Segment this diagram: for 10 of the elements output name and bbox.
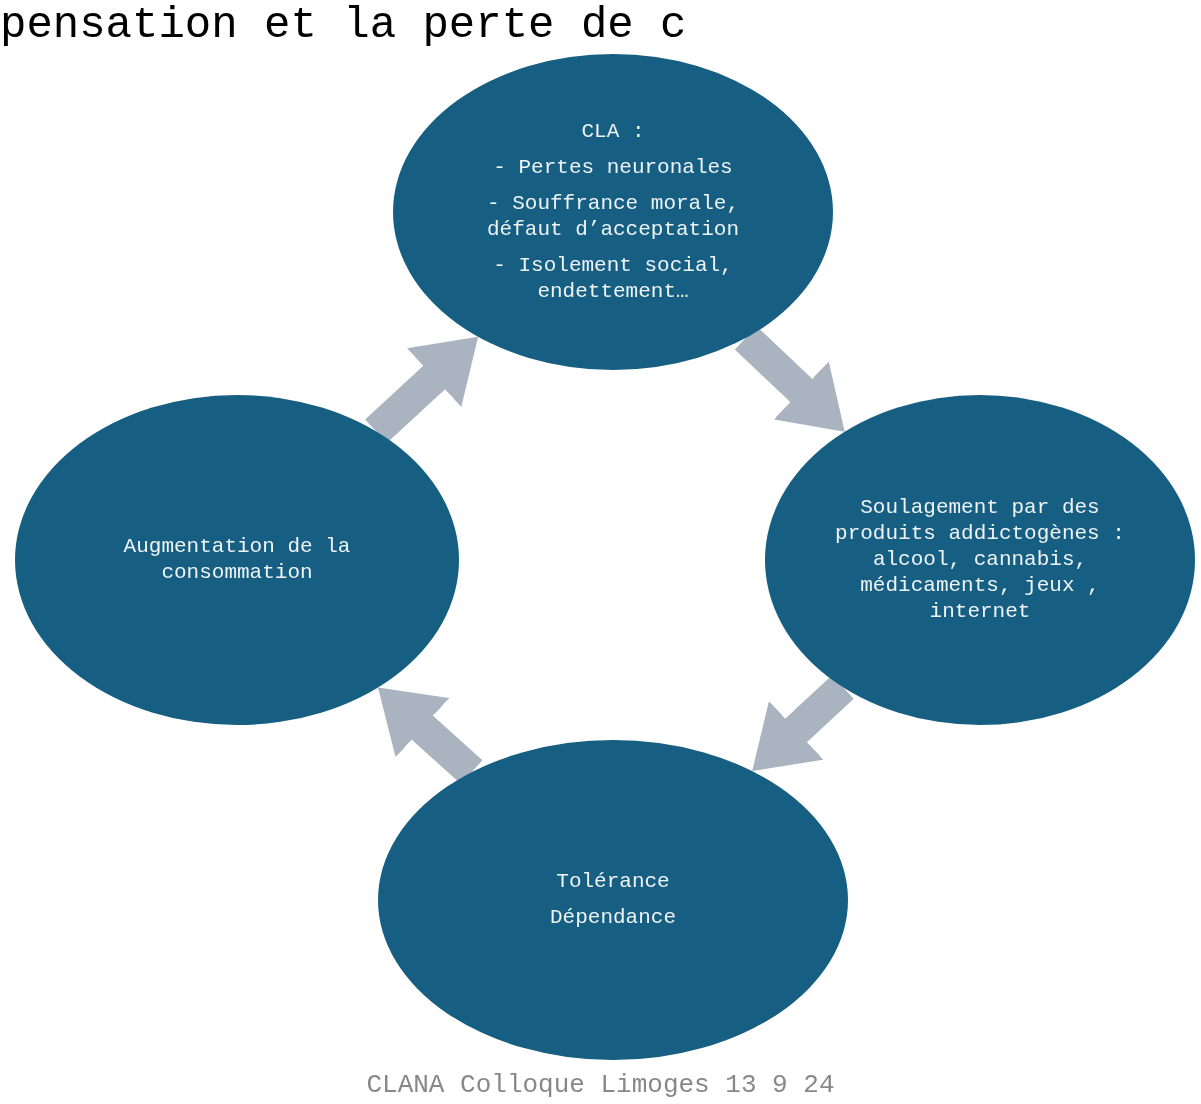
ellipse-text: Dépendance <box>550 905 676 931</box>
slide-title: pensation et la perte de c <box>0 0 687 50</box>
ellipse-text: Soulagement par des produits addictogènes : alcool, cannabis, médicaments, jeux , internet <box>834 495 1126 625</box>
ellipse-text: - Isolement social, endettement… <box>492 253 734 305</box>
footer-text: CLANA Colloque Limoges 13 9 24 <box>366 1070 835 1100</box>
ellipse-text: - Pertes neuronales <box>493 155 733 181</box>
ellipse-text: - Souffrance morale, défaut d’acceptation <box>485 191 740 243</box>
ellipse-text: Augmentation de la consommation <box>122 534 352 586</box>
ellipse-text: Tolérance <box>556 869 670 895</box>
ellipse-text: CLA : <box>581 119 645 145</box>
